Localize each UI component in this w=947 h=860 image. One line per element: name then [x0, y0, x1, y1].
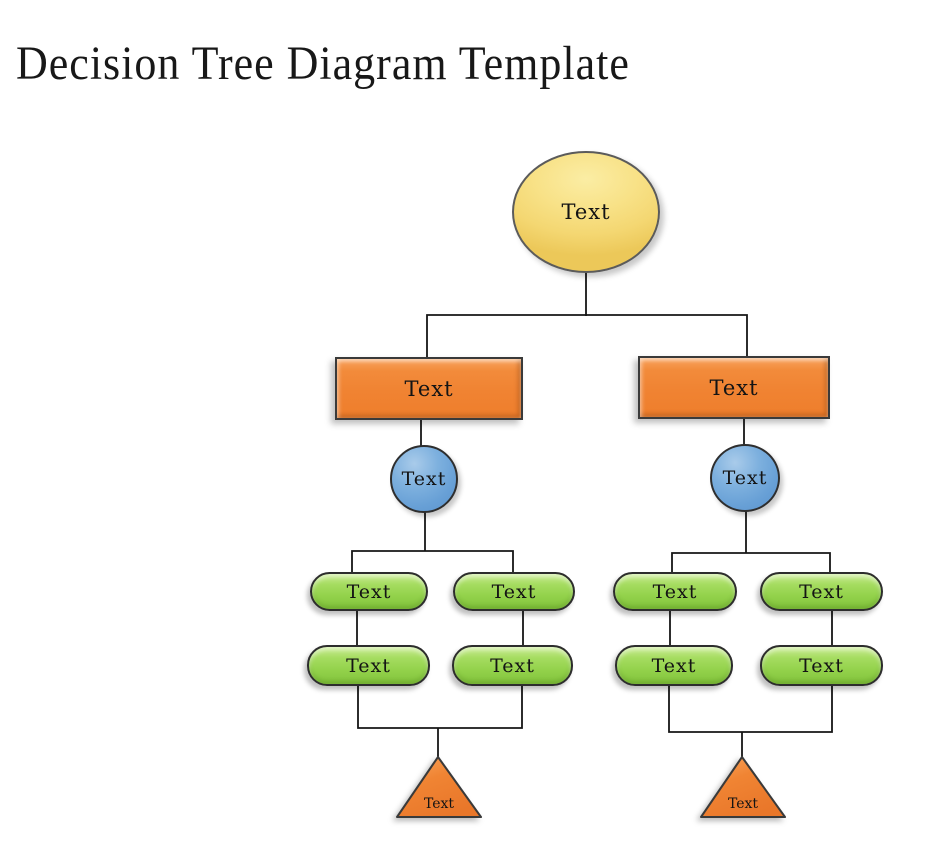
- node-label: Text: [401, 468, 447, 490]
- node-label: Text: [799, 580, 844, 603]
- option-node-left-3[interactable]: Text: [307, 645, 430, 686]
- node-label: Text: [346, 654, 391, 677]
- outcome-node-right[interactable]: Text: [699, 755, 787, 819]
- root-node[interactable]: Text: [512, 151, 660, 273]
- node-label: Text: [346, 580, 392, 603]
- option-node-right-4[interactable]: Text: [760, 645, 883, 686]
- node-label: Text: [490, 654, 535, 677]
- node-label: Text: [491, 580, 537, 603]
- triangle-shape: [396, 756, 482, 818]
- branch-node-left[interactable]: Text: [335, 357, 523, 420]
- triangle-shape: [700, 756, 786, 818]
- node-label: Text: [709, 375, 759, 400]
- option-node-right-2[interactable]: Text: [760, 572, 883, 611]
- option-node-right-1[interactable]: Text: [613, 572, 737, 611]
- decision-node-left[interactable]: Text: [390, 445, 458, 513]
- node-label: Text: [799, 654, 844, 677]
- node-label: Text: [404, 376, 454, 401]
- node-label: Text: [651, 654, 697, 677]
- option-node-right-3[interactable]: Text: [615, 645, 733, 686]
- option-node-left-2[interactable]: Text: [453, 572, 575, 611]
- node-label: Text: [561, 200, 611, 224]
- page-title: Decision Tree Diagram Template: [16, 37, 630, 90]
- option-node-left-4[interactable]: Text: [452, 645, 573, 686]
- node-label: Text: [423, 796, 455, 812]
- branch-node-right[interactable]: Text: [638, 356, 830, 419]
- node-label: Text: [727, 796, 759, 812]
- outcome-node-left[interactable]: Text: [395, 755, 483, 819]
- node-label: Text: [652, 580, 698, 603]
- node-label: Text: [722, 467, 768, 489]
- decision-node-right[interactable]: Text: [710, 444, 780, 512]
- option-node-left-1[interactable]: Text: [310, 572, 428, 611]
